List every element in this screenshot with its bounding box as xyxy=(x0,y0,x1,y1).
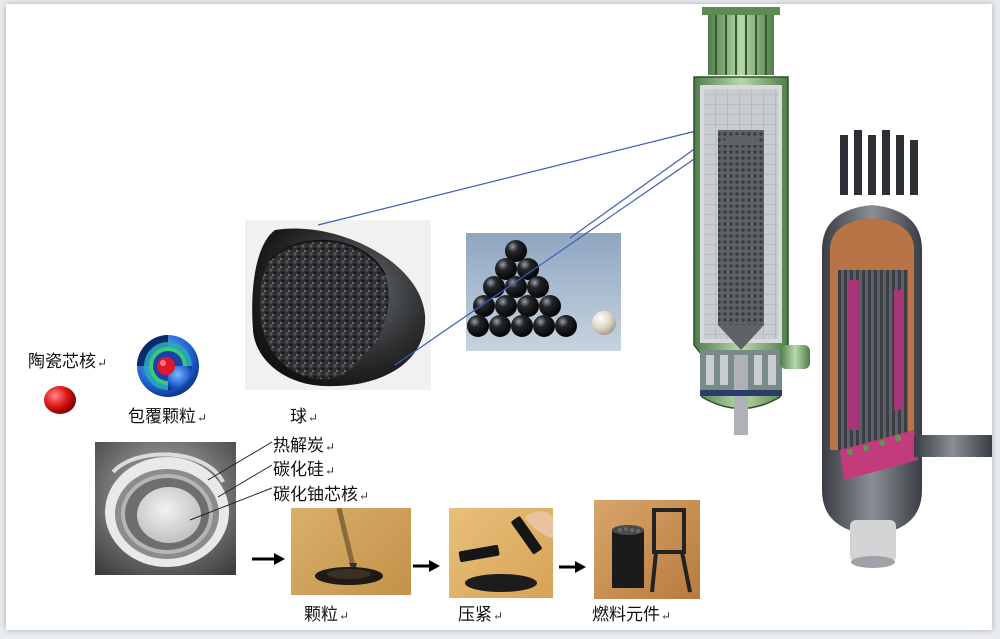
ceramic-core-sphere xyxy=(44,386,76,414)
label-ceramic-core-text: 陶瓷芯核 xyxy=(28,352,96,372)
return-mark: ↵ xyxy=(339,609,350,623)
return-mark: ↵ xyxy=(308,411,319,425)
label-fuel-element-text: 燃料元件 xyxy=(592,605,660,625)
label-coated-particle-text: 包覆颗粒 xyxy=(128,407,196,427)
label-compaction: 压紧↵ xyxy=(458,600,503,625)
return-mark: ↵ xyxy=(197,411,208,425)
fuel-element-photo xyxy=(594,500,700,599)
label-pyrolytic-carbon-text: 热解炭 xyxy=(273,436,324,456)
label-ceramic-core: 陶瓷芯核↵ xyxy=(28,347,107,372)
label-uranium-carbide-core: 碳化铀芯核↵ xyxy=(273,480,369,505)
return-mark: ↵ xyxy=(325,464,336,478)
reactor-vessel-cutaway xyxy=(693,7,810,435)
label-granules-text: 颗粒 xyxy=(304,605,338,625)
pebble-pyramid-photo xyxy=(466,233,621,351)
return-mark: ↵ xyxy=(661,609,672,623)
sem-micrograph xyxy=(95,442,236,575)
arrow-right-icon xyxy=(252,553,285,565)
label-fuel-element: 燃料元件↵ xyxy=(592,600,671,625)
label-silicon-carbide: 碳化硅↵ xyxy=(273,455,335,480)
label-coated-particle: 包覆颗粒↵ xyxy=(128,402,207,427)
label-uranium-carbide-core-text: 碳化铀芯核 xyxy=(273,485,358,505)
label-compaction-text: 压紧 xyxy=(458,605,492,625)
return-mark: ↵ xyxy=(493,609,504,623)
return-mark: ↵ xyxy=(325,440,336,454)
coated-particle-cutaway xyxy=(137,335,199,397)
label-sphere: 球↵ xyxy=(290,402,318,427)
compaction-photo xyxy=(449,508,553,598)
return-mark: ↵ xyxy=(359,489,370,503)
label-pyrolytic-carbon: 热解炭↵ xyxy=(273,431,335,456)
granules-photo xyxy=(291,508,411,595)
arrow-right-icon xyxy=(413,560,440,572)
label-sphere-text: 球 xyxy=(290,407,307,427)
arrow-right-icon xyxy=(559,561,586,573)
reactor-core-cutaway xyxy=(822,130,992,568)
label-granules: 颗粒↵ xyxy=(304,600,349,625)
return-mark: ↵ xyxy=(97,356,108,370)
label-silicon-carbide-text: 碳化硅 xyxy=(273,460,324,480)
